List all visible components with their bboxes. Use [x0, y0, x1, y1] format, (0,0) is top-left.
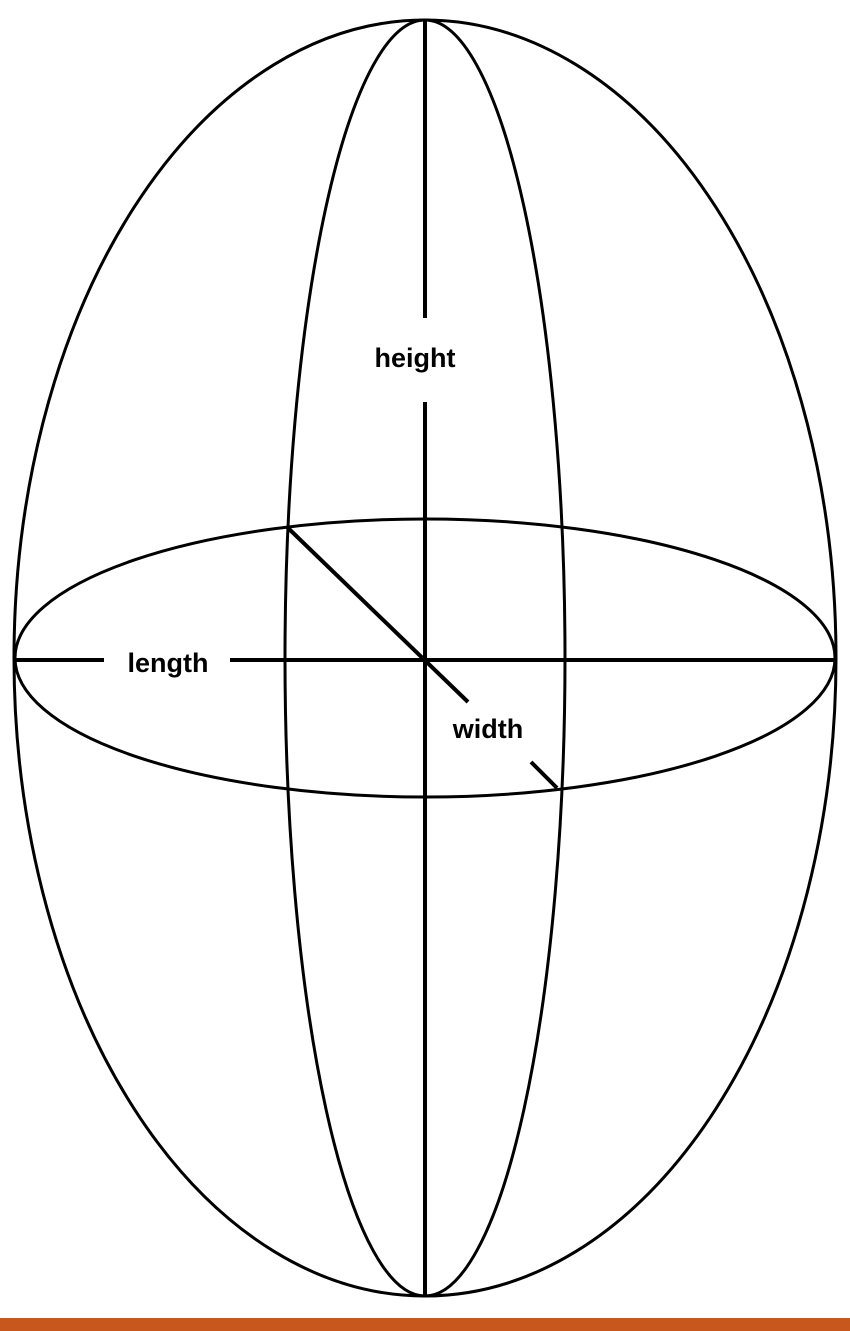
length-label: length	[128, 648, 209, 678]
width-axis-lower	[529, 760, 559, 790]
footer-bar	[0, 1318, 850, 1331]
height-label: height	[375, 343, 456, 373]
width-label: width	[452, 714, 523, 744]
width-axis-upper	[285, 525, 470, 704]
